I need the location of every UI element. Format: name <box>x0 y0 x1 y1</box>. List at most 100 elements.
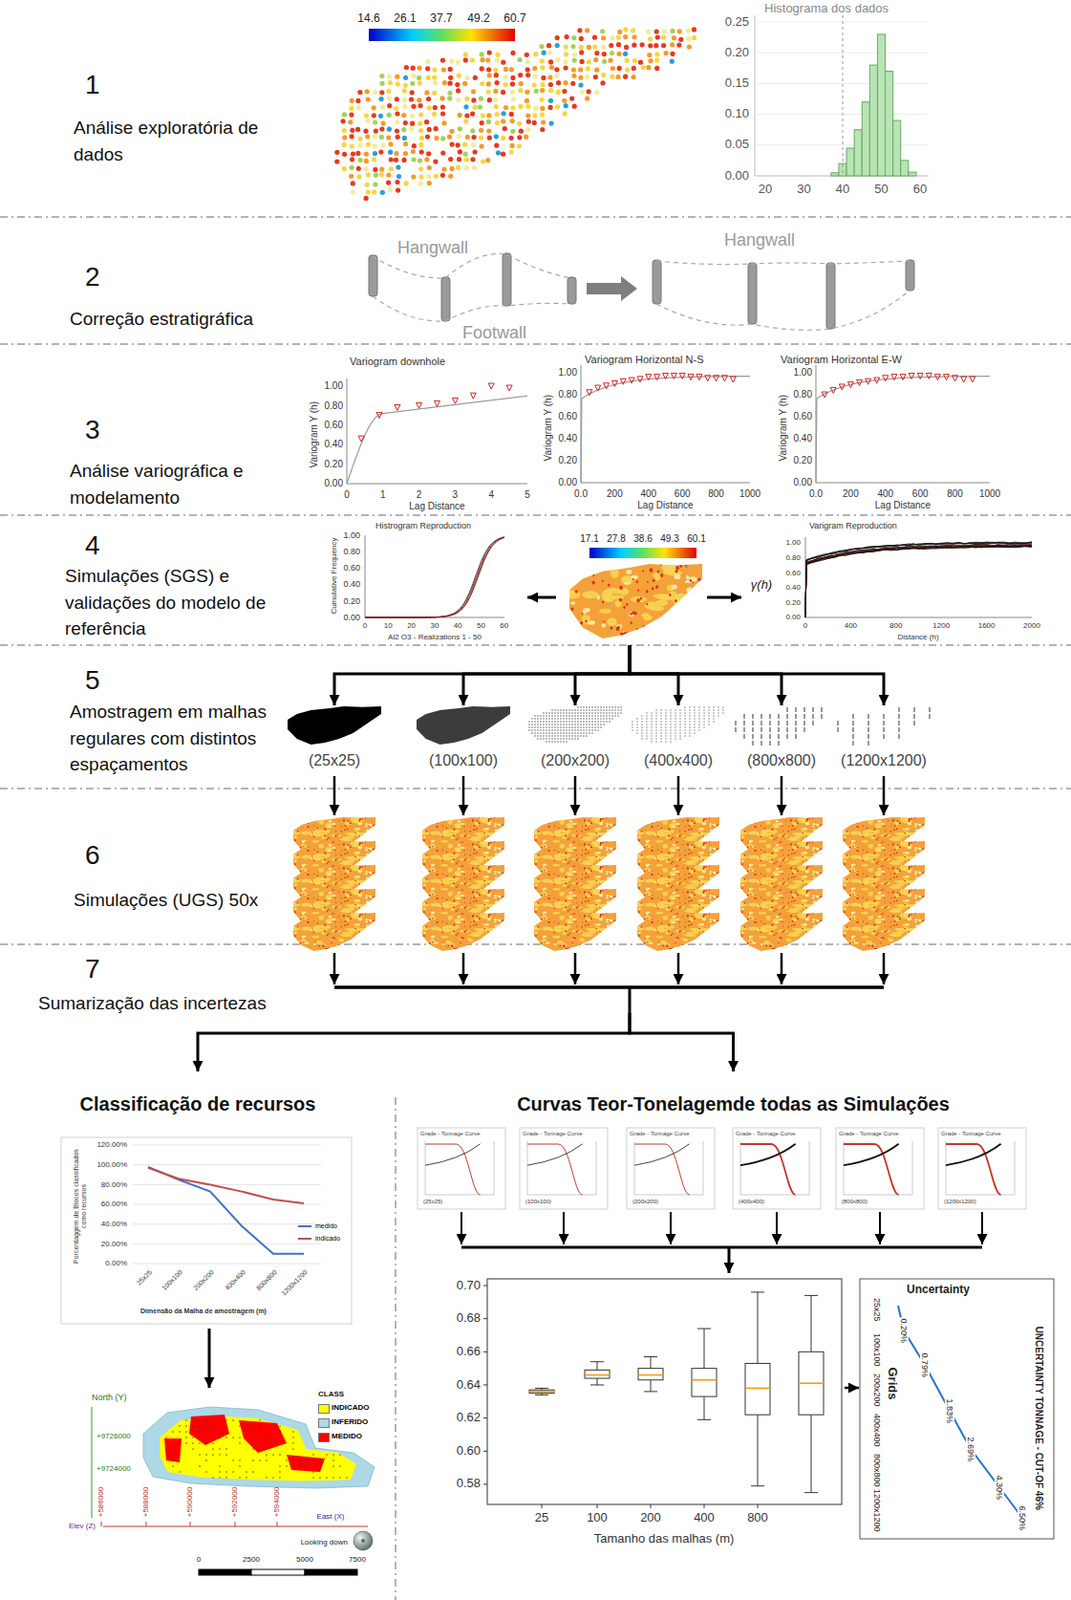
sample-point <box>531 720 534 723</box>
sample-point <box>597 723 600 726</box>
drill-hole <box>734 720 736 726</box>
sample-dot <box>410 104 416 109</box>
sample-point <box>655 740 658 743</box>
sample-point <box>265 1476 267 1478</box>
data-point <box>603 383 610 389</box>
sample-point <box>674 717 677 720</box>
sample-dot <box>524 98 530 104</box>
sample-point <box>565 731 568 734</box>
sample-dot <box>449 128 454 134</box>
sample-dot <box>433 173 439 179</box>
sample-point <box>531 726 534 729</box>
flow-arrow <box>728 1246 731 1273</box>
sample-point <box>602 711 605 714</box>
sample-dot <box>356 105 362 110</box>
sample-point <box>531 731 534 734</box>
sample-dot <box>571 73 577 79</box>
sample-point <box>252 1458 254 1460</box>
sample-point <box>597 720 600 723</box>
grid-line <box>132 1222 322 1224</box>
sample-dot <box>365 142 371 148</box>
axis-tick: 4 <box>488 489 494 501</box>
sample-dot <box>347 119 353 125</box>
sample-point <box>265 1435 267 1437</box>
data-point <box>696 374 703 381</box>
sample-dot <box>534 88 539 94</box>
sample-dot <box>609 35 615 41</box>
sample-dot <box>525 104 531 109</box>
sample-dot <box>447 134 452 140</box>
sample-point <box>577 728 579 731</box>
tonnage-curve <box>945 1143 1002 1195</box>
axis <box>580 482 750 484</box>
sample-point <box>585 734 588 737</box>
drill-hole <box>786 713 788 719</box>
sample-dot <box>472 105 478 110</box>
sample-point <box>703 720 706 723</box>
sample-point <box>602 723 605 726</box>
sample-point <box>693 708 696 711</box>
sample-dot <box>685 36 691 42</box>
sample-point <box>717 706 720 708</box>
chart-title: Grade - Tonnage Curve <box>420 1130 481 1137</box>
axis-tick: 5 <box>524 489 531 501</box>
sample-point <box>212 1435 214 1437</box>
drill-hole <box>867 713 869 719</box>
data-point <box>969 376 976 383</box>
sample-point <box>339 1476 341 1478</box>
sample-point <box>556 708 559 711</box>
sample-point <box>597 714 600 717</box>
color-bar-value: 49.3 <box>660 533 679 545</box>
variogram-realization <box>805 544 1032 618</box>
sample-dot <box>342 166 347 172</box>
sample-point <box>536 731 539 734</box>
sample-dot <box>616 35 622 41</box>
sample-point <box>722 711 725 714</box>
sample-point <box>599 711 602 714</box>
sample-dot <box>372 89 378 95</box>
measured-zone <box>286 1454 325 1472</box>
sample-point <box>534 723 536 726</box>
sample-point <box>577 737 579 740</box>
view-note: Looking down <box>300 1537 348 1546</box>
sample-point <box>565 740 568 743</box>
axis-tick: 0.00 <box>342 612 361 622</box>
sample-dot <box>470 128 475 133</box>
sample-point <box>292 1441 294 1443</box>
sample-point <box>688 728 691 731</box>
sample-point <box>539 723 542 726</box>
sample-dot <box>409 113 415 119</box>
sample-dot <box>442 120 448 126</box>
sample-point <box>238 1435 240 1437</box>
sample-dot <box>471 134 477 140</box>
sample-point <box>568 731 571 734</box>
axis-title: Distance (h) <box>897 632 939 642</box>
sample-point <box>536 737 539 740</box>
sample-dot <box>509 66 515 72</box>
sample-point <box>636 723 639 726</box>
drill-hole <box>769 720 771 726</box>
sample-dot <box>495 52 501 58</box>
sample-dot <box>356 166 362 172</box>
sample-point <box>238 1424 240 1426</box>
sample-dot <box>448 81 453 86</box>
sample-point <box>594 726 597 729</box>
sample-point <box>574 711 577 714</box>
sample-point <box>574 726 577 729</box>
sample-point <box>565 728 568 731</box>
sample-dot <box>671 35 677 41</box>
scale-bar <box>304 1568 358 1575</box>
flow-arrow <box>844 1386 859 1390</box>
sample-point <box>611 717 614 720</box>
simulated-map <box>736 910 823 953</box>
sample-point <box>571 714 574 717</box>
sample-dot <box>403 141 408 147</box>
sample-point <box>712 711 715 714</box>
sample-point <box>539 731 542 734</box>
coordinate: +594000 <box>272 1486 281 1517</box>
step-number: 2 <box>85 261 101 293</box>
sample-dot <box>358 143 364 149</box>
sample-point <box>536 734 539 737</box>
sample-dot <box>655 35 661 41</box>
drill-hole <box>777 733 779 739</box>
